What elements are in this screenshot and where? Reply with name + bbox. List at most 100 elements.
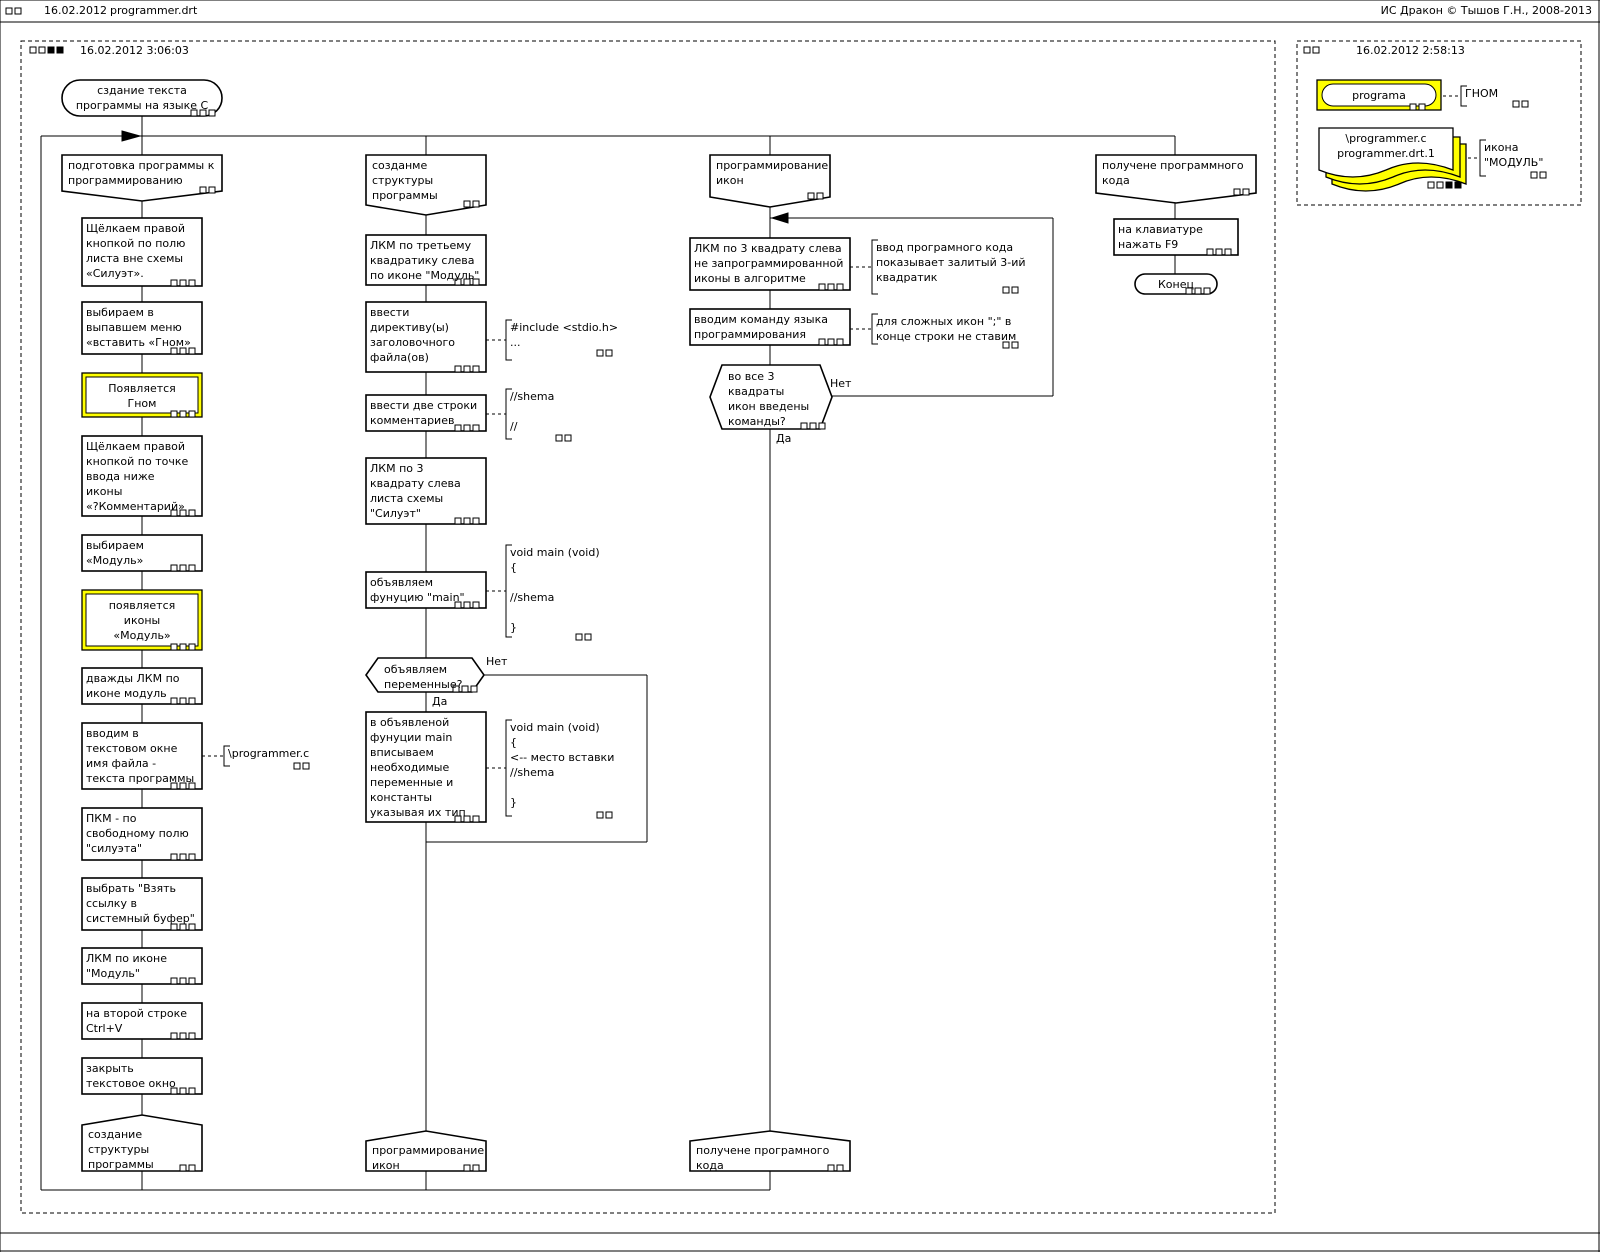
port-square	[1427, 181, 1435, 189]
port-square	[454, 278, 462, 286]
col2-comment-main: void main (void) { //shema }	[510, 546, 600, 634]
port-square	[836, 1164, 844, 1172]
col1-action-4-text: Щёлкаем правой кнопкой по точке ввода ни…	[86, 440, 189, 513]
port-square	[1215, 248, 1223, 256]
port-square	[188, 697, 196, 705]
port-square	[818, 283, 826, 291]
col4-branch-head-text: получене программного кода	[1102, 159, 1244, 187]
port-square	[454, 365, 462, 373]
module-icon	[1318, 127, 1454, 178]
port-square	[472, 517, 480, 525]
port-square	[188, 509, 196, 517]
port-square	[179, 347, 187, 355]
col1-action-12-ports	[170, 1032, 196, 1040]
port-square	[463, 200, 471, 208]
col4-branch-head	[1095, 154, 1257, 204]
port-square	[827, 283, 835, 291]
port-square	[1206, 248, 1214, 256]
col2-action-4-text: ЛКМ по 3 квадрату слева листа схемы "Сил…	[370, 462, 461, 520]
main-frame-squares	[29, 46, 64, 54]
col3-action-2-text: вводим команду языка программирования	[694, 313, 828, 341]
port-square	[170, 279, 178, 287]
port-square	[1312, 46, 1320, 54]
port-square	[188, 410, 196, 418]
col3-address-ports	[827, 1164, 844, 1172]
port-square	[564, 434, 572, 442]
header-file-name: programmer.drt	[110, 4, 198, 17]
port-square	[179, 643, 187, 651]
port-square	[472, 601, 480, 609]
port-square	[188, 1164, 196, 1172]
port-square	[179, 923, 187, 931]
gnome-icon-text: programa	[1352, 89, 1406, 102]
port-square	[188, 279, 196, 287]
port-square	[1011, 286, 1019, 294]
port-square	[170, 977, 178, 985]
port-square	[1512, 100, 1520, 108]
port-square	[170, 923, 178, 931]
col2-action-declare-text: в объявленой фунуции main вписываем необ…	[370, 716, 466, 819]
port-square	[1002, 341, 1010, 349]
port-square	[1242, 188, 1250, 196]
arrow-head	[121, 130, 142, 142]
port-square	[208, 109, 216, 117]
col1-action-6-text: появляется иконы «Модуль»	[108, 599, 176, 642]
col4-action-1-text: на клавиатуре нажать F9	[1118, 223, 1203, 251]
col2-yes-label: Да	[432, 695, 448, 708]
main-title-terminal	[61, 79, 223, 117]
col1-comment-bracket	[223, 745, 230, 767]
port-square	[1185, 287, 1193, 295]
col2-action-5-text: объявляем фунуцию "main"	[370, 576, 465, 604]
port-square	[179, 853, 187, 861]
port-square	[188, 977, 196, 985]
col2-address-ports	[463, 1164, 480, 1172]
port-square	[454, 601, 462, 609]
col2-question-text: объявляем переменные?	[384, 663, 463, 691]
col2-action-1-ports	[454, 278, 480, 286]
col3-no-label: Нет	[830, 377, 852, 390]
port-square	[816, 192, 824, 200]
col2-action-2-text: ввести директиву(ы) заголовочного файла(…	[370, 306, 456, 364]
col1-action-2-text: выбираем в выпавшем меню «вставить «Гном…	[86, 306, 191, 349]
col2-action-4-ports	[454, 517, 480, 525]
port-square	[1194, 287, 1202, 295]
header-squares	[5, 7, 22, 15]
port-square	[1445, 181, 1453, 189]
port-square	[5, 7, 13, 15]
col3-address-text: получене програмного кода	[696, 1144, 830, 1172]
port-square	[1539, 171, 1547, 179]
col1-action-11-text: ЛКМ по иконе "Модуль"	[86, 952, 167, 980]
col1-action-13-text: закрыть текстовое окно	[86, 1062, 176, 1090]
col1-action-7-text: дважды ЛКМ по иконе модуль	[86, 672, 180, 700]
port-square	[555, 434, 563, 442]
col1-action-11-ports	[170, 977, 196, 985]
col2-comment-main-vars: void main (void) { <-- место вставки //s…	[510, 721, 615, 809]
port-square	[179, 279, 187, 287]
col1-action-2-ports	[170, 347, 196, 355]
port-square	[188, 643, 196, 651]
port-square	[179, 1032, 187, 1040]
port-square	[584, 633, 592, 641]
col1-action-12-text: на второй строке Ctrl+V	[86, 1007, 187, 1035]
port-square	[472, 365, 480, 373]
col1-comment-ports	[293, 762, 310, 770]
port-square	[199, 186, 207, 194]
col2-action-declare-ports	[454, 815, 480, 823]
port-square	[1224, 248, 1232, 256]
col2-branch-head-ports	[463, 200, 480, 208]
port-square	[56, 46, 64, 54]
port-square	[454, 517, 462, 525]
port-square	[170, 564, 178, 572]
col2-comment-main-ports	[575, 633, 592, 641]
col1-action-5-text: выбираем «Модуль»	[86, 539, 144, 567]
col1-action-10	[81, 877, 203, 931]
col3-question-ports	[800, 422, 826, 430]
col2-action-2	[365, 301, 487, 373]
port-square	[472, 278, 480, 286]
col2-comment-main-vars-ports	[596, 811, 613, 819]
col3-branch-head-ports	[807, 192, 824, 200]
port-square	[179, 1164, 187, 1172]
port-square	[472, 200, 480, 208]
port-square	[1454, 181, 1462, 189]
